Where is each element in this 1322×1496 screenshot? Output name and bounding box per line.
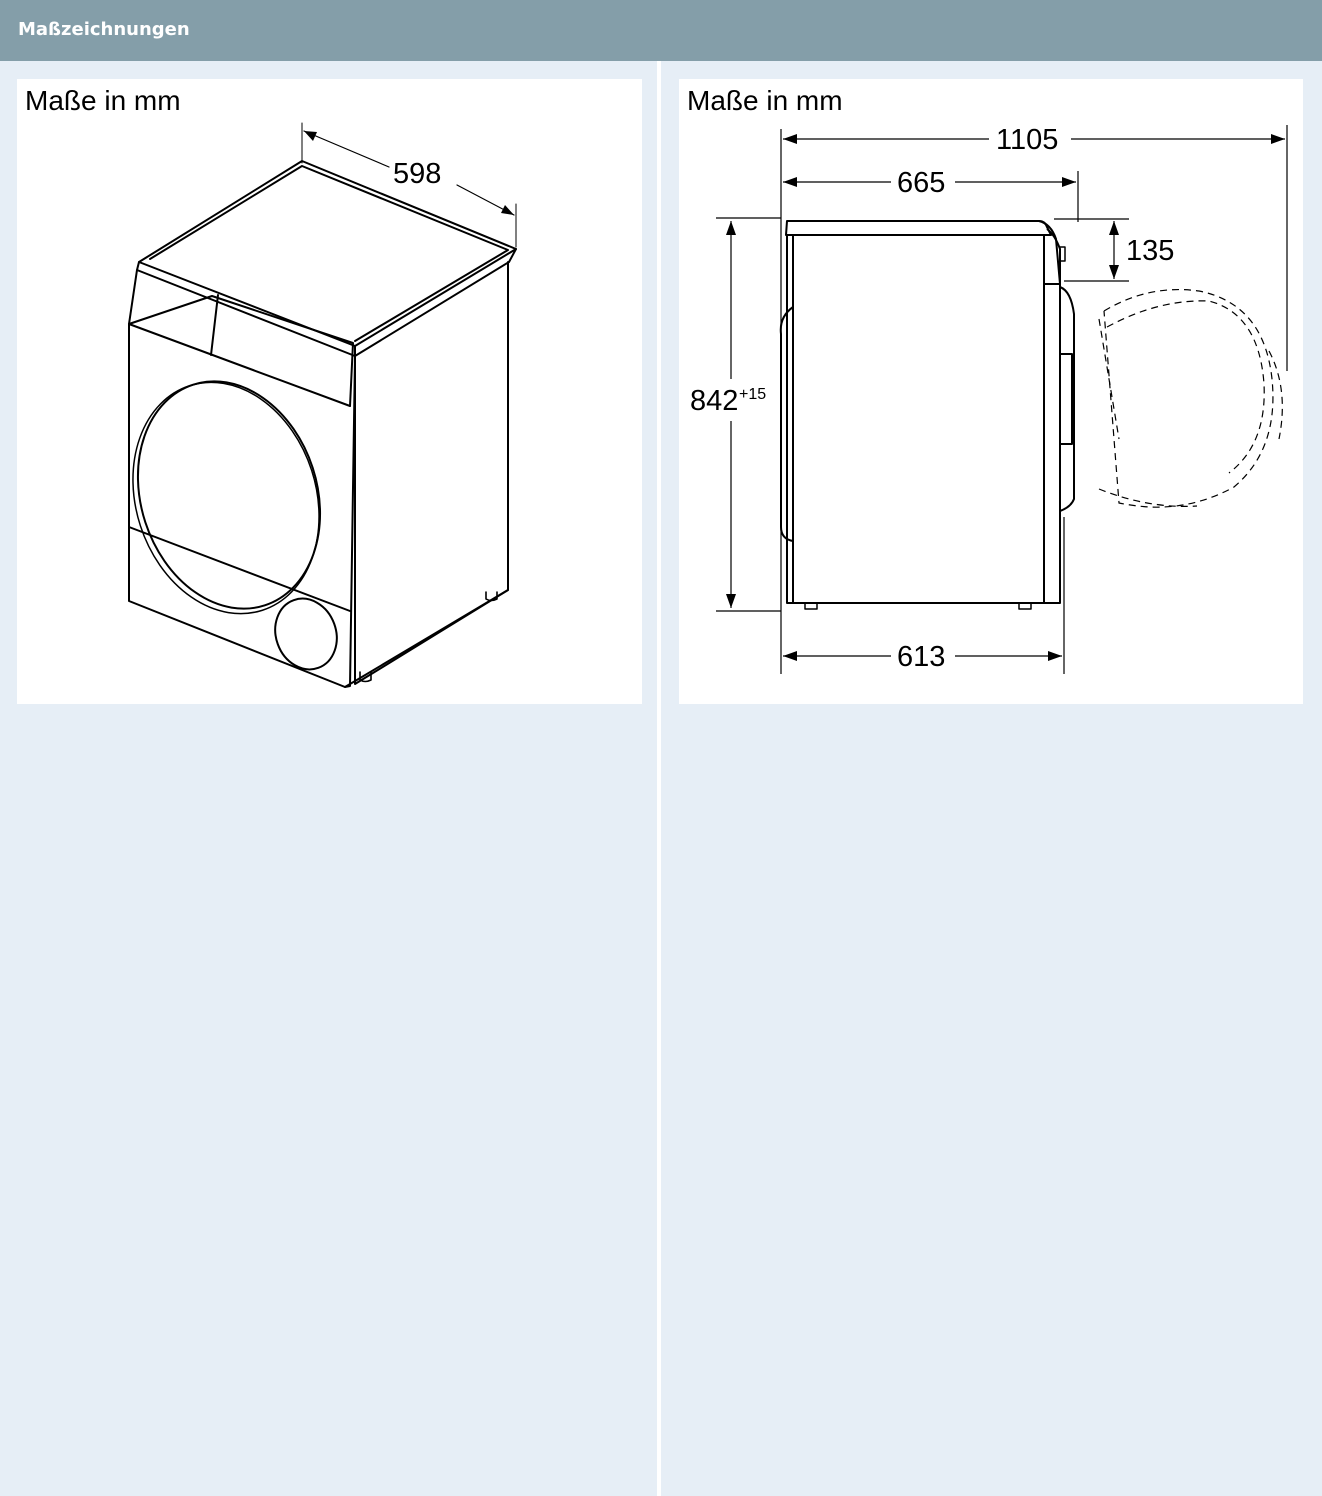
isometric-drawing: 598 [128, 122, 517, 688]
drawing-caption: Maße in mm [25, 85, 181, 116]
drawing-side-view: Maße in mm [679, 79, 1303, 704]
dimension-depth: 665 [897, 167, 945, 199]
drawing-isometric: Maße in mm [17, 79, 642, 704]
dimension-width: 598 [393, 158, 441, 190]
dimension-body-depth: 613 [897, 641, 945, 673]
dimension-door-open-depth: 1105 [996, 124, 1058, 156]
drawing-caption: Maße in mm [687, 85, 843, 116]
side-view-drawing: 1105 665 135 842 +15 613 [690, 124, 1288, 674]
section-header: Maßzeichnungen [0, 0, 1322, 61]
dimension-height-tolerance: +15 [739, 386, 766, 403]
dimension-door-offset: 135 [1126, 235, 1174, 267]
dimension-height: 842 [690, 385, 738, 417]
column-divider [657, 61, 661, 1496]
section-title: Maßzeichnungen [18, 19, 190, 40]
